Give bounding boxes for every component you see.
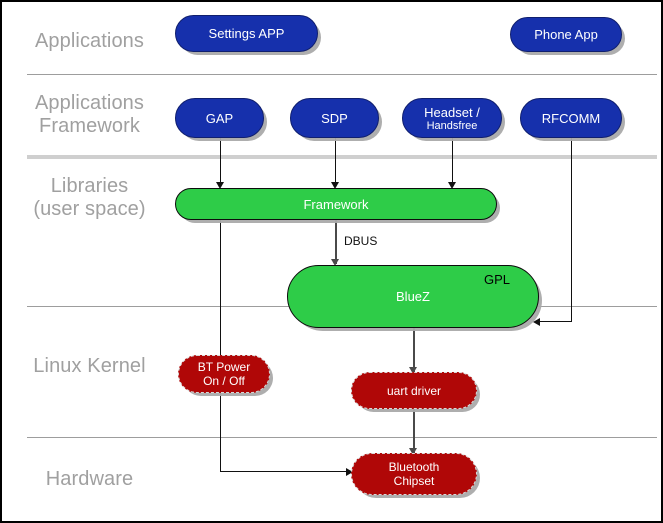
node-bluetooth-chipset-label-line1: Bluetooth [388, 460, 440, 474]
edge-rfcomm-to-bluez-arrow [533, 318, 540, 326]
node-gap-label: GAP [205, 110, 234, 126]
edge-headset-to-framework [452, 138, 453, 187]
edge-gap-to-chipset-vertical [220, 219, 221, 472]
node-settings-app[interactable]: Settings APP [175, 15, 318, 52]
edge-sdp-to-framework-arrow [331, 182, 339, 189]
node-uart-driver-label: uart driver [386, 383, 442, 398]
node-bluez-label: BlueZ [396, 289, 430, 304]
node-phone-app[interactable]: Phone App [510, 17, 622, 52]
layer-label-linux-kernel: Linux Kernel [33, 355, 146, 377]
node-headset-handsfree[interactable]: Headset / Handsfree [402, 98, 502, 138]
layer-label-libraries-line2: (user space) [33, 198, 146, 220]
edge-gap-to-framework-arrow [216, 182, 224, 189]
node-gap[interactable]: GAP [175, 98, 264, 138]
edge-bluez-to-uart [413, 328, 415, 372]
node-bt-power-label-line2: On / Off [203, 374, 245, 388]
node-phone-app-label: Phone App [534, 27, 598, 42]
edge-uart-to-chipset-arrow [409, 448, 417, 455]
edge-gap-to-chipset-horizontal [220, 471, 347, 472]
node-rfcomm-label: RFCOMM [541, 110, 601, 126]
node-framework-label: Framework [303, 196, 369, 212]
node-sdp[interactable]: SDP [290, 98, 379, 138]
node-bluez-gpl-annotation: GPL [484, 272, 511, 287]
edge-bluez-to-uart-arrow [409, 367, 417, 374]
edge-gap-to-chipset-arrow [346, 468, 353, 476]
edge-framework-to-bluez-arrow [331, 259, 339, 266]
layer-label-applications-framework-line2: Framework [39, 115, 140, 137]
node-bluez[interactable]: BlueZ [287, 265, 539, 328]
node-bt-power[interactable]: BT Power On / Off [178, 355, 270, 393]
edge-uart-to-chipset [413, 409, 415, 453]
edge-gap-to-framework [220, 138, 221, 187]
layer-label-applications-framework: Applications Framework [2, 92, 177, 138]
layer-label-applications: Applications [34, 30, 145, 52]
layer-label-libraries: Libraries (user space) [2, 175, 177, 221]
divider-applications-framework [27, 155, 657, 159]
node-bt-power-label-line1: BT Power [197, 360, 251, 374]
node-framework[interactable]: Framework [175, 188, 497, 220]
layer-label-libraries-line1: Libraries [50, 175, 129, 197]
node-uart-driver[interactable]: uart driver [351, 372, 477, 409]
node-bluetooth-chipset-label-line2: Chipset [393, 474, 435, 488]
node-settings-app-label: Settings APP [208, 26, 285, 41]
edge-headset-to-framework-arrow [448, 182, 456, 189]
node-headset-handsfree-label-line1: Headset / [424, 104, 480, 120]
node-headset-handsfree-label-line2: Handsfree [426, 119, 478, 132]
edge-label-dbus: DBUS [342, 234, 380, 248]
layer-label-hardware: Hardware [45, 468, 134, 490]
edge-sdp-to-framework [335, 138, 336, 187]
layer-label-applications-framework-line1: Applications [34, 92, 145, 114]
node-sdp-label: SDP [321, 110, 348, 126]
edge-framework-to-bluez [335, 219, 337, 264]
divider-applications [27, 74, 657, 75]
divider-linux-kernel [27, 437, 657, 438]
node-bluetooth-chipset[interactable]: Bluetooth Chipset [351, 453, 477, 495]
node-rfcomm[interactable]: RFCOMM [520, 98, 622, 138]
edge-rfcomm-to-bluez-horizontal [540, 321, 572, 322]
edge-rfcomm-to-bluez-vertical [571, 138, 572, 322]
